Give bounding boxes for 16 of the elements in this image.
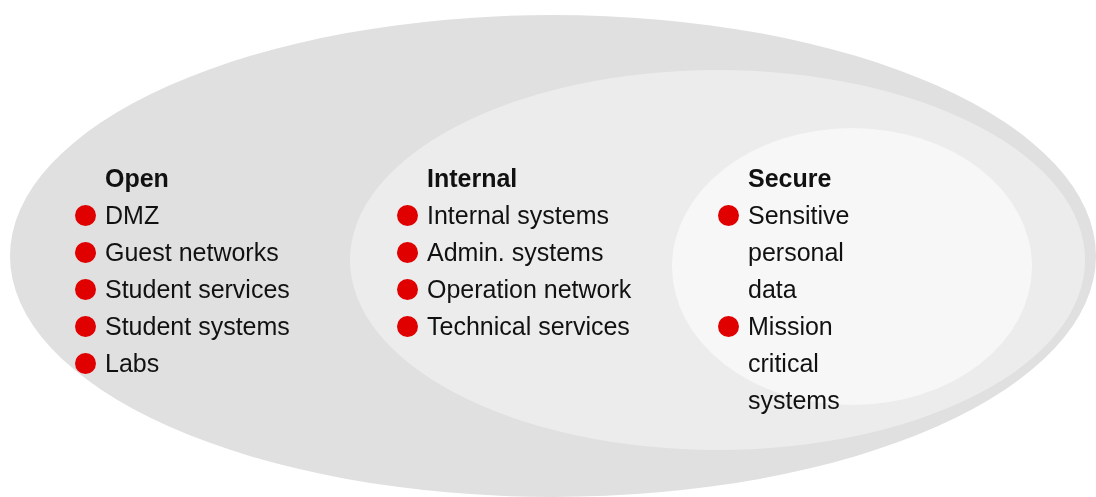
list-item: DMZ bbox=[105, 200, 160, 231]
list-item: Student services bbox=[105, 274, 290, 305]
list-item: Labs bbox=[105, 348, 160, 379]
list-item: Technical services bbox=[427, 311, 630, 342]
list-item: Student systems bbox=[105, 311, 290, 342]
list-item: Internal systems bbox=[427, 200, 609, 231]
list-item: Operation network bbox=[427, 274, 632, 305]
list-item: Admin. systems bbox=[427, 237, 604, 268]
zone-heading: Open bbox=[105, 163, 170, 194]
zone-ellipse bbox=[350, 70, 1085, 450]
list-item: Mission critical systems bbox=[748, 311, 841, 416]
list-item: Sensitive personal data bbox=[748, 200, 851, 305]
list-item: Guest networks bbox=[105, 237, 279, 268]
zone-heading: Secure bbox=[748, 163, 833, 194]
zone-heading: Internal bbox=[427, 163, 519, 194]
zone-ellipse bbox=[10, 15, 1096, 497]
